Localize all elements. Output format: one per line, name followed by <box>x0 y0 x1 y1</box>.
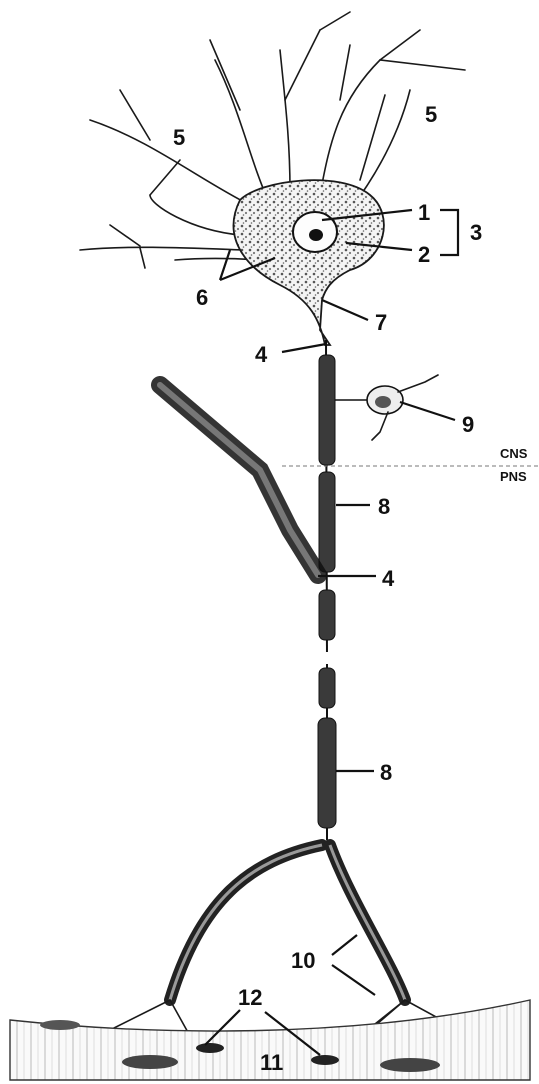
label-dendrites-right: 5 <box>425 102 437 127</box>
label-schwann: 10 <box>291 948 315 973</box>
pns-label: PNS <box>500 469 527 484</box>
motor-end-plate-2 <box>311 1055 339 1065</box>
adjacent-myelinated-fiber <box>160 385 318 575</box>
label-nucleolus: 1 <box>418 200 430 225</box>
label-dendrites-left: 5 <box>173 125 185 150</box>
muscle-nucleus-1 <box>122 1055 178 1069</box>
label-nissl: 6 <box>196 285 208 310</box>
myelin-segment-pns-1 <box>319 590 335 640</box>
axon-break <box>312 652 344 664</box>
label-oligodendrocyte: 9 <box>462 412 474 437</box>
myelin-segment-cns-2 <box>319 472 335 572</box>
label-myelin-lower: 8 <box>380 760 392 785</box>
label-muscle: 11 <box>260 1050 283 1075</box>
myelin-segment-cns-1 <box>319 355 335 465</box>
motor-end-plate-1 <box>196 1043 224 1053</box>
muscle-nucleus-2 <box>380 1058 440 1072</box>
myelin-segment-pns-2 <box>319 668 335 708</box>
label-node-lower: 4 <box>382 566 395 591</box>
nucleolus <box>309 229 323 241</box>
label-axon-hillock: 7 <box>375 310 387 335</box>
label-cell-body: 3 <box>470 220 482 245</box>
cns-label: CNS <box>500 446 528 461</box>
label-node-upper: 4 <box>255 342 268 367</box>
oligodendrocyte <box>335 375 438 440</box>
cell-body <box>234 180 384 345</box>
label-nucleus: 2 <box>418 242 430 267</box>
myelin-segment-pns-3 <box>318 718 336 828</box>
label-end-plate: 12 <box>238 985 262 1010</box>
muscle-nucleus-3 <box>40 1020 80 1030</box>
label-myelin-upper: 8 <box>378 494 390 519</box>
